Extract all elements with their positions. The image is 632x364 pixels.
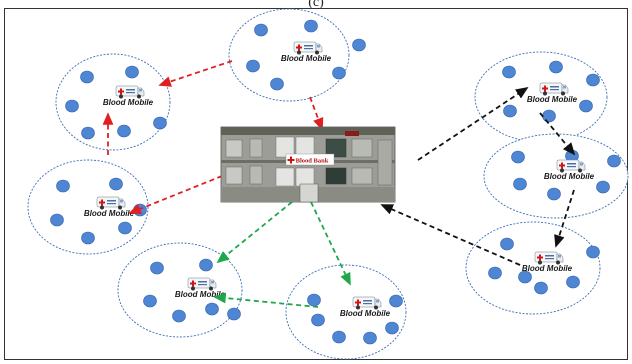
donor-dot <box>56 179 70 193</box>
donor-dot <box>304 19 318 33</box>
donor-dot <box>579 99 593 113</box>
route-arrow-black <box>554 189 575 248</box>
donor-dot <box>332 66 346 80</box>
donor-dot <box>109 177 123 191</box>
blood-mobile-truck-icon <box>539 82 569 96</box>
donor-dot <box>352 38 366 52</box>
route-arrow-red <box>158 60 233 87</box>
donor-cluster-c3: Blood Mobile <box>27 159 149 255</box>
route-arrow-green <box>216 201 293 264</box>
blood-mobile-truck-icon <box>352 296 382 310</box>
donor-dot <box>117 124 131 138</box>
route-arrow-black <box>417 87 529 161</box>
donor-dot <box>172 309 186 323</box>
donor-cluster-c2: Blood Mobile <box>228 8 366 102</box>
donor-dot <box>586 73 600 87</box>
cluster-boundary <box>465 221 601 315</box>
donor-dot <box>363 331 377 345</box>
donor-dot <box>513 177 527 191</box>
blood-mobile-truck-icon <box>187 277 217 291</box>
caption-fragment: (c) <box>308 0 324 10</box>
donor-dot <box>125 65 139 79</box>
donor-cluster-c8: Blood Mobile <box>465 221 601 315</box>
donor-dot <box>534 281 548 295</box>
donor-dot <box>586 245 600 259</box>
donor-dot <box>150 261 164 275</box>
donor-dot <box>205 302 219 316</box>
routes-layer <box>102 60 576 308</box>
donor-dot <box>488 266 502 280</box>
donor-dot <box>389 294 403 308</box>
route-arrow-black <box>539 112 576 156</box>
donor-dot <box>511 150 525 164</box>
blood-mobile-truck-icon <box>293 41 323 55</box>
blood-mobile-label: Blood Mobile <box>175 290 226 299</box>
blood-mobile-label: Blood Mobile <box>340 309 391 318</box>
donor-cluster-c6: Blood Mobile <box>474 51 608 143</box>
donor-dot <box>65 99 79 113</box>
donor-cluster-c4: Blood Mobile <box>117 242 243 338</box>
donor-dot <box>80 70 94 84</box>
red-cross-icon <box>287 156 295 164</box>
route-arrow-green <box>310 201 351 286</box>
donor-dot <box>566 275 580 289</box>
donor-cluster-c5: Blood Mobile <box>285 264 407 360</box>
donor-dot <box>332 330 346 344</box>
blood-mobile-label: Blood Mobile <box>103 98 154 107</box>
blood-mobile-truck-icon <box>115 85 145 99</box>
donor-dot <box>81 231 95 245</box>
donor-cluster-c7: Blood Mobile <box>483 133 629 219</box>
blood-mobile-truck-icon <box>96 196 126 210</box>
donor-dot <box>500 237 514 251</box>
donor-dot <box>143 294 157 308</box>
donor-dot <box>518 270 532 284</box>
donor-dot <box>270 77 284 91</box>
blood-bank-building: Blood Bank <box>220 126 396 203</box>
blood-mobile-label: Blood Mobile <box>544 172 595 181</box>
donor-dot <box>81 126 95 140</box>
donor-dot <box>199 258 213 272</box>
blood-mobile-label: Blood Mobile <box>522 264 573 273</box>
route-arrow-red <box>309 96 324 131</box>
donor-dot <box>307 293 321 307</box>
donor-dot <box>227 307 241 321</box>
blood-mobile-label: Blood Mobile <box>84 209 135 218</box>
donor-dot <box>596 180 610 194</box>
blood-mobile-label: Blood Mobile <box>527 95 578 104</box>
donor-dot <box>542 109 556 123</box>
donor-dot <box>549 60 563 74</box>
donor-dot <box>50 213 64 227</box>
donor-dot <box>607 154 621 168</box>
donor-dot <box>385 321 399 335</box>
donor-dot <box>311 313 325 327</box>
donor-dot <box>503 104 517 118</box>
donor-dot <box>502 65 516 79</box>
donor-dot <box>133 203 147 217</box>
route-arrow-green <box>213 292 319 308</box>
donor-dot <box>246 59 260 73</box>
blood-mobile-label: Blood Mobile <box>281 54 332 63</box>
blood-mobile-truck-icon <box>556 159 586 173</box>
donor-dot <box>153 116 167 130</box>
donor-dot <box>254 23 268 37</box>
outer-frame <box>4 8 628 360</box>
blood-mobile-truck-icon <box>534 251 564 265</box>
donor-dot <box>118 221 132 235</box>
blood-bank-label: Blood Bank <box>296 158 329 165</box>
donor-cluster-c1: Blood Mobile <box>55 53 171 151</box>
donor-dot <box>547 187 561 201</box>
